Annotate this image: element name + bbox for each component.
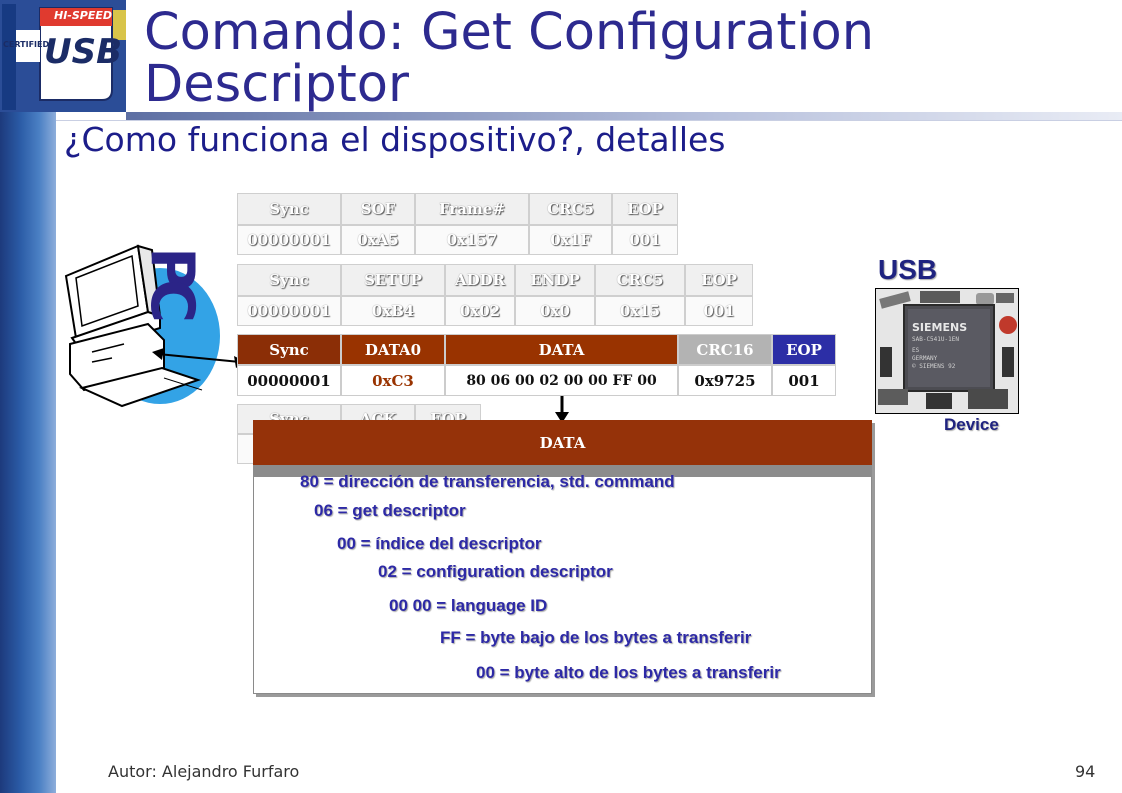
sof-value-frame: 0x157 <box>415 225 529 255</box>
logo-certified-text: CERTIFIED <box>3 40 50 49</box>
device-label: Device <box>944 415 999 434</box>
setup-header-sync: Sync <box>237 264 341 296</box>
data-detail-header-label: DATA <box>539 433 586 452</box>
data0-value-pid: 0xC3 <box>341 365 445 396</box>
data-detail-line-4: 02 = configuration descriptor <box>378 562 613 581</box>
setup-header-setup: SETUP <box>341 264 445 296</box>
setup-value-setup: 0xB4 <box>341 296 445 326</box>
data-detail-line-1: 80 = dirección de transferencia, std. co… <box>300 472 675 491</box>
setup-value-endp: 0x0 <box>515 296 595 326</box>
data-detail-header-bar <box>253 465 872 477</box>
usb-logo-graphic <box>0 0 126 112</box>
chip-copyright-text: © SIEMENS 92 <box>912 363 956 370</box>
data0-value-eop: 001 <box>772 365 836 396</box>
left-decorative-band <box>0 0 56 793</box>
data0-header-eop: EOP <box>772 334 836 365</box>
logo-usb-text: USB <box>44 32 123 72</box>
usb-label: USB <box>878 254 938 285</box>
pc-letter-c: C <box>137 278 208 324</box>
data-detail-header: DATA <box>253 420 872 465</box>
sof-header-sync: Sync <box>237 193 341 225</box>
sof-header-sof: SOF <box>341 193 415 225</box>
data0-header-crc16: CRC16 <box>678 334 772 365</box>
sof-header-eop: EOP <box>612 193 678 225</box>
down-arrow-icon <box>555 396 569 423</box>
data-detail-line-2: 06 = get descriptor <box>314 501 466 520</box>
data-detail-line-3: 00 = índice del descriptor <box>337 534 542 553</box>
computer-icon <box>64 244 220 408</box>
data-detail-line-5: 00 00 = language ID <box>389 596 548 615</box>
setup-value-eop: 001 <box>685 296 753 326</box>
chip-es-text: ES <box>912 347 920 354</box>
setup-value-addr: 0x02 <box>445 296 515 326</box>
data0-header-data: DATA <box>445 334 678 365</box>
sof-value-crc5: 0x1F <box>529 225 612 255</box>
page-subtitle: ¿Como funciona el dispositivo?, detalles <box>64 120 726 159</box>
usb-certified-logo: HI-SPEED CERTIFIED USB <box>0 0 126 112</box>
page-number: 94 <box>1075 762 1096 781</box>
pc-link-arrow <box>152 348 246 368</box>
data-detail-line-7: 00 = byte alto de los bytes a transferir <box>476 663 781 682</box>
data-detail-line-6: FF = byte bajo de los bytes a transferir <box>440 628 752 647</box>
page-title-line-1: Comando: Get Configuration <box>144 3 875 62</box>
title-underline-thin-rule <box>56 120 1122 121</box>
sof-header-crc5: CRC5 <box>529 193 612 225</box>
chip-brand-text: SIEMENS <box>912 321 968 334</box>
page-title-line-2: Descriptor <box>144 55 409 114</box>
setup-value-sync: 00000001 <box>237 296 341 326</box>
footer-author: Autor: Alejandro Furfaro <box>108 762 300 781</box>
setup-header-addr: ADDR <box>445 264 515 296</box>
sof-header-frame: Frame# <box>415 193 529 225</box>
setup-header-crc5: CRC5 <box>595 264 685 296</box>
setup-header-endp: ENDP <box>515 264 595 296</box>
usb-device-photo: SIEMENS SAB-C541U-1EN ES GERMANY © SIEME… <box>875 288 1019 414</box>
title-underline-rule <box>126 112 1122 120</box>
data0-value-crc16: 0x9725 <box>678 365 772 396</box>
sof-value-sync: 00000001 <box>237 225 341 255</box>
data0-value-data: 80 06 00 02 00 00 FF 00 <box>445 365 678 396</box>
data0-header-data0: DATA0 <box>341 334 445 365</box>
setup-header-eop: EOP <box>685 264 753 296</box>
logo-hispeed-text: HI-SPEED <box>54 9 113 22</box>
chip-country-text: GERMANY <box>912 355 938 362</box>
sof-value-eop: 001 <box>612 225 678 255</box>
chip-part-text: SAB-C541U-1EN <box>912 336 959 343</box>
usb-peripherals-image <box>876 289 1018 413</box>
setup-value-crc5: 0x15 <box>595 296 685 326</box>
data0-header-sync: Sync <box>237 334 341 365</box>
data0-value-sync: 00000001 <box>237 365 341 396</box>
pc-illustration <box>52 228 222 438</box>
sof-value-sof: 0xA5 <box>341 225 415 255</box>
